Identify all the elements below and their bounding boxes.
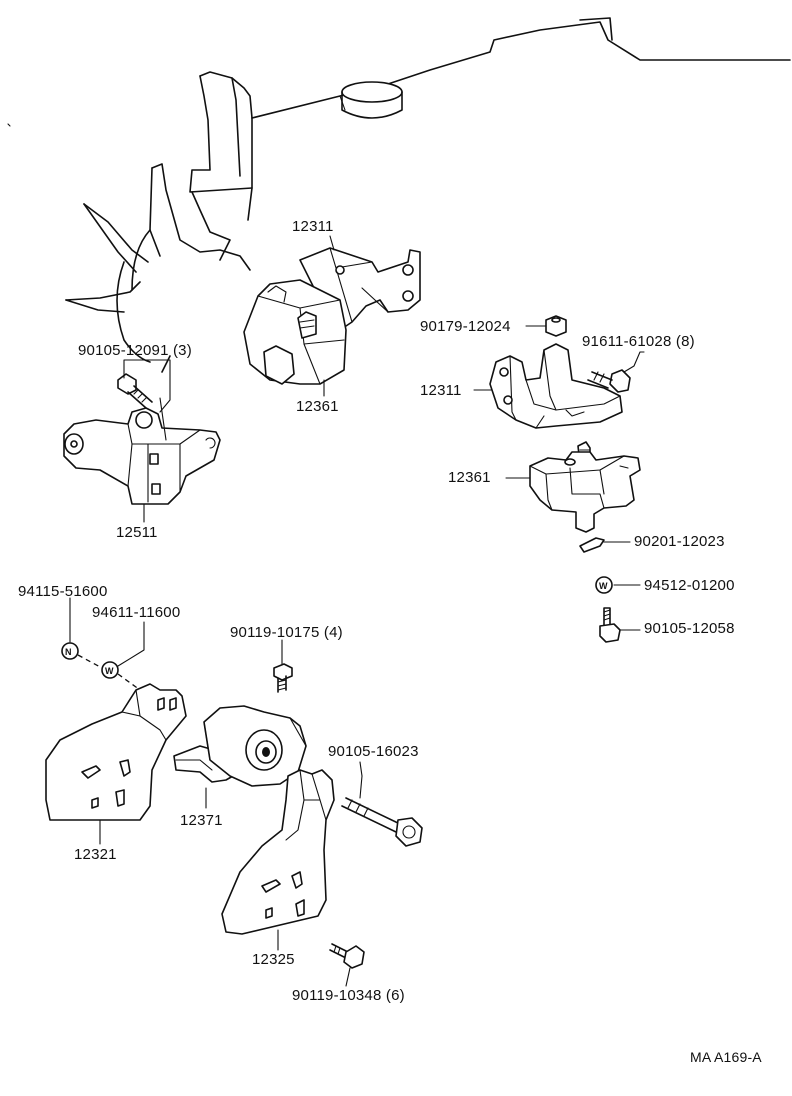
label-91611-61028: 91611-61028 (8) <box>582 333 695 350</box>
cooling-fan <box>65 163 251 373</box>
washer-symbol-94611-11600: W <box>101 661 119 679</box>
label-94512-01200: 94512-01200 <box>644 577 735 594</box>
diagram-code: MA A169-A <box>690 1049 762 1065</box>
stay-bracket-12321 <box>45 683 187 821</box>
label-90105-16023: 90105-16023 <box>328 743 419 760</box>
bolt-90119-10348 <box>329 943 365 969</box>
nut-90179-12024 <box>545 315 567 337</box>
label-90119-10348: 90119-10348 (6) <box>292 987 405 1004</box>
label-12311-right: 12311 <box>420 382 462 399</box>
washer-symbol-w: W <box>599 581 608 591</box>
oil-filler-cap <box>341 81 403 119</box>
label-90105-12058: 90105-12058 <box>644 620 735 637</box>
dashed-line-washer-bracket <box>117 673 141 691</box>
label-90201-12023: 90201-12023 <box>634 533 725 550</box>
dashed-line-nut-washer <box>77 654 103 669</box>
washer-symbol-94512-01200: W <box>595 576 613 594</box>
nut-symbol-n: N <box>65 647 72 657</box>
engine-mount-insulator-12361 <box>529 441 641 533</box>
label-94611-11600: 94611-11600 <box>92 604 181 621</box>
top-mount-assembly <box>243 247 421 385</box>
stay-bracket-12325 <box>221 769 335 935</box>
label-90119-10175: 90119-10175 (4) <box>230 624 343 641</box>
label-90105-12091: 90105-12091 (3) <box>78 342 192 359</box>
bolt-90105-12091 <box>117 373 153 409</box>
bolt-90105-16023 <box>341 797 423 847</box>
engine-mount-insulator-12371 <box>173 705 307 787</box>
label-12371: 12371 <box>180 812 223 829</box>
nut-symbol-94115-51600: N <box>61 642 79 660</box>
engine-block-outline <box>247 17 791 221</box>
label-94115-51600: 94115-51600 <box>18 583 108 600</box>
label-12361-top: 12361 <box>296 398 339 415</box>
stray-mark <box>7 123 11 127</box>
engine-mount-bracket-12511 <box>63 397 221 505</box>
label-12325: 12325 <box>252 951 295 968</box>
bolt-90119-10175 <box>273 663 293 693</box>
bolt-91611-61028 <box>587 369 631 393</box>
engine-front-housing <box>189 71 253 261</box>
label-12511: 12511 <box>116 524 158 541</box>
washer-symbol-w-left: W <box>105 666 114 676</box>
label-12311-top: 12311 <box>292 218 334 235</box>
label-12361-right: 12361 <box>448 469 491 486</box>
engine-mount-bracket-12311 <box>489 343 623 429</box>
washer-90201-12023 <box>579 537 605 553</box>
bolt-90105-12058 <box>599 607 621 643</box>
label-90179-12024: 90179-12024 <box>420 318 511 335</box>
label-12321: 12321 <box>74 846 117 863</box>
leader-lines <box>69 235 645 987</box>
